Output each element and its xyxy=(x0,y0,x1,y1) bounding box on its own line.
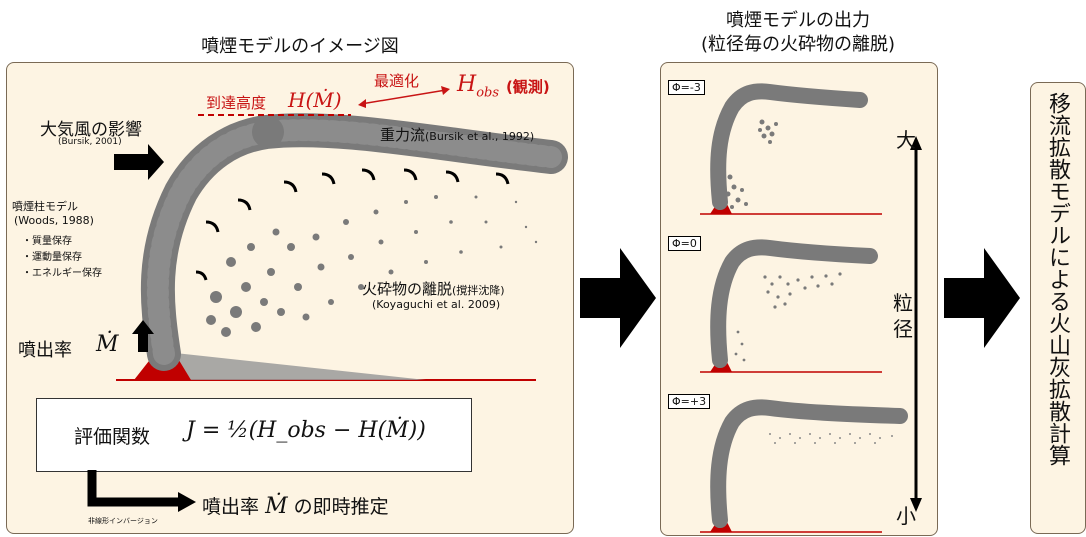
case-plot xyxy=(700,83,882,215)
case-label: Φ=-3 xyxy=(668,80,705,95)
middle-panel xyxy=(660,62,938,536)
hobs-subscript: obs xyxy=(476,85,500,101)
flow-arrow-2 xyxy=(944,248,1020,348)
case-plot xyxy=(700,239,882,373)
hobs-symbol: Hobs xyxy=(457,72,499,100)
flow-arrow-1 xyxy=(580,248,656,348)
reach-height-label: 到達高度 xyxy=(206,94,267,112)
case-label: Φ=+3 xyxy=(668,394,711,409)
conservation-item: ・エネルギー保存 xyxy=(22,268,102,279)
inversion-label: 非線形インバージョン xyxy=(88,517,158,525)
conservation-item: ・運動量保存 xyxy=(22,252,82,263)
optimize-arrow xyxy=(360,89,447,105)
inversion-arrow xyxy=(87,470,196,512)
case-label: Φ=0 xyxy=(668,236,701,251)
large-label: 大 xyxy=(896,128,916,152)
left-panel-title: 噴煙モデルのイメージ図 xyxy=(201,36,399,57)
conservation-item: ・質量保存 xyxy=(22,236,72,247)
settling-arrows xyxy=(195,168,510,281)
small-label: 小 xyxy=(896,504,916,528)
right-panel xyxy=(1030,82,1086,534)
wind-cite: (Bursik, 2001) xyxy=(58,137,122,147)
wind-arrow xyxy=(114,144,164,180)
estimate-symbol: Ṁ xyxy=(265,494,288,519)
wind-label: 大気風の影響 xyxy=(40,120,142,140)
gravity-flow-label: 重力流(Bursik et al., 1992) xyxy=(380,124,534,145)
middle-panel-title-line2: (粒径毎の火砕物の離脱) xyxy=(700,34,896,55)
output-illustration xyxy=(700,83,922,533)
fallout-cite: (Koyaguchi et al. 2009) xyxy=(372,298,501,311)
plume-illustration xyxy=(114,86,568,381)
fallout-title: 火砕物の離脱 xyxy=(362,280,453,298)
estimate-pre: 噴出率 xyxy=(202,496,260,518)
estimate-post: の即時推定 xyxy=(293,496,389,518)
reach-height-symbol: H(Ṁ) xyxy=(288,88,342,112)
observation-label: (観測) xyxy=(506,78,550,96)
eruption-up-arrow xyxy=(132,320,154,352)
case-plot xyxy=(700,399,908,533)
gravity-flow-cite: (Bursik et al., 1992) xyxy=(425,130,535,143)
middle-panel-title-line1: 噴煙モデルの出力 xyxy=(726,10,870,31)
plume-model-label: 噴煙柱モデル xyxy=(12,200,78,213)
gravity-flow-title: 重力流 xyxy=(380,126,426,144)
eruption-rate-label: 噴出率 xyxy=(18,340,72,361)
particle-field xyxy=(206,195,538,337)
plume-model-cite: (Woods, 1988) xyxy=(14,214,94,227)
eval-equation: J = ½(H_obs − H(Ṁ)) xyxy=(186,418,426,443)
ground-shadow xyxy=(166,352,426,380)
eruption-rate-symbol: Ṁ xyxy=(96,332,119,357)
fallout-paren: (撹拌沈降) xyxy=(452,284,505,297)
evaluation-box xyxy=(36,398,472,472)
right-panel-text: 移流拡散モデルによる火山灰拡散計算 xyxy=(1045,92,1070,466)
optimize-label: 最適化 xyxy=(374,72,420,90)
hobs-letter: H xyxy=(457,72,477,97)
estimate-label: 噴出率 Ṁ の即時推定 xyxy=(202,492,389,519)
eval-label: 評価関数 xyxy=(74,426,151,448)
fallout-label: 火砕物の離脱(撹拌沈降) xyxy=(362,278,505,299)
size-label: 粒径 xyxy=(893,291,913,341)
